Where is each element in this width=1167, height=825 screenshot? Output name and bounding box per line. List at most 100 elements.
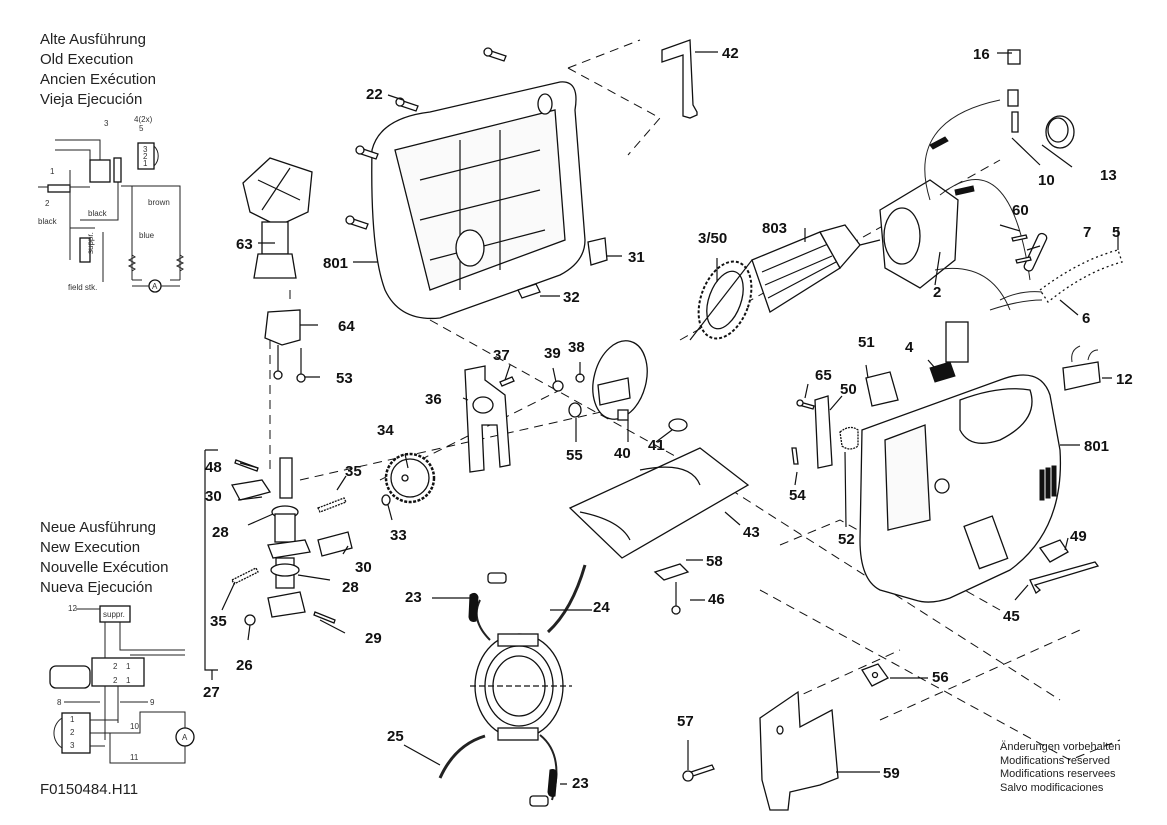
- part-label-51: 51: [858, 334, 875, 351]
- part-label-4: 4: [905, 339, 914, 356]
- suppressor-12: [1062, 361, 1101, 391]
- part-label-38: 38: [568, 339, 585, 356]
- part-label-53: 53: [336, 370, 353, 387]
- part-label-50: 50: [840, 381, 857, 398]
- leader-lines: [221, 51, 1119, 785]
- nut-41: [668, 418, 688, 432]
- lead-24: [546, 564, 587, 634]
- note-line: Änderungen vorbehalten: [1000, 741, 1121, 753]
- caption-line-es: Vieja Ejecución: [40, 91, 143, 108]
- part-label-27: 27: [203, 684, 220, 701]
- connector-16: [1007, 49, 1021, 65]
- new-execution-caption: Neue Ausführung New Execution Nouvelle E…: [40, 518, 168, 598]
- wire-label: 3: [104, 119, 109, 128]
- part-label-65: 65: [815, 367, 832, 384]
- caption-line-fr: Ancien Exécution: [40, 71, 156, 88]
- screw-46: [671, 582, 681, 615]
- switch-trigger: [49, 665, 91, 689]
- terminal-10: [1007, 89, 1019, 107]
- part-label-58: 58: [706, 553, 723, 570]
- terminal-label: 1: [70, 715, 75, 724]
- terminal-label: 3: [70, 741, 75, 750]
- part-label-3-50: 3/50: [698, 230, 727, 247]
- document-id: F0150484.H11: [40, 781, 139, 798]
- wire-label: 4(2x): [134, 115, 153, 124]
- part-label-46: 46: [708, 591, 725, 608]
- part-label-22: 22: [366, 86, 383, 103]
- suppressor-label: suppr.: [86, 232, 95, 254]
- knob-49: [1038, 539, 1069, 563]
- part-label-2: 2: [933, 284, 941, 301]
- housing-half-left: [371, 81, 586, 320]
- carrier-36: [464, 365, 511, 473]
- part-label-5: 5: [1112, 224, 1120, 241]
- wire-label: 1: [50, 167, 55, 176]
- wire-label: 11: [130, 753, 139, 762]
- motor-symbol: [175, 727, 195, 747]
- capacitor-51: [865, 371, 899, 407]
- screws-53: [273, 345, 306, 383]
- part-label-801: 801: [323, 255, 348, 272]
- part-label-31: 31: [628, 249, 645, 266]
- part-label-30: 30: [355, 559, 372, 576]
- terminal-label: 1: [143, 159, 148, 168]
- suppressor: [79, 237, 91, 263]
- wire-color-label: black: [88, 209, 108, 218]
- brush-23-lower: [529, 734, 558, 807]
- pin-29: [313, 611, 336, 624]
- wire-label: 8: [57, 698, 62, 707]
- caption-line-es: Nueva Ejecución: [40, 579, 153, 596]
- part-label-12: 12: [1116, 371, 1133, 388]
- part-label-23: 23: [405, 589, 422, 606]
- screw-22: [345, 47, 507, 230]
- sleeve-64: [264, 309, 301, 346]
- hex-key-45: [1029, 561, 1100, 595]
- switch-label: 1: [126, 676, 131, 685]
- connector: [113, 157, 122, 183]
- wire-color-label: black: [38, 217, 58, 226]
- part-label-6: 6: [1082, 310, 1090, 327]
- wire-label: 5: [139, 124, 144, 133]
- brush-23-upper: [468, 572, 507, 641]
- part-label-41: 41: [648, 437, 665, 454]
- wire-label: 10: [130, 722, 139, 731]
- base-plate-43: [568, 447, 750, 559]
- spring-35-lower: [231, 567, 259, 585]
- part-label-10: 10: [1038, 172, 1055, 189]
- bearing-housing-40: [592, 340, 648, 421]
- terminal-block: [61, 712, 91, 754]
- caption-line-en: Old Execution: [40, 51, 134, 68]
- part-label-43: 43: [743, 524, 760, 541]
- pin-48: [234, 459, 259, 472]
- nut-56: [861, 663, 889, 687]
- screw-57: [682, 764, 715, 782]
- part-label-49: 49: [1070, 528, 1087, 545]
- spring-35-upper: [317, 497, 347, 513]
- switch-label: 2: [113, 662, 118, 671]
- part-label-28: 28: [342, 579, 359, 596]
- part-label-56: 56: [932, 669, 949, 686]
- knob-63: [242, 157, 313, 279]
- wire-label: 2: [45, 199, 50, 208]
- part-label-39: 39: [544, 345, 561, 362]
- part-label-803: 803: [762, 220, 787, 237]
- bushing-13: [1045, 115, 1075, 149]
- switch-label: 1: [126, 662, 131, 671]
- note-line: Salvo modificaciones: [1000, 781, 1104, 794]
- terminal-label: 3: [143, 145, 148, 154]
- terminal-label: 2: [143, 152, 148, 161]
- gear-34: [384, 452, 436, 504]
- clip-31: [587, 237, 608, 266]
- suppressor-label: suppr.: [103, 610, 125, 619]
- part-label-24: 24: [593, 599, 610, 616]
- motor-label: A: [182, 733, 188, 742]
- spring-54: [791, 447, 799, 465]
- plunger-assembly-27: [204, 449, 311, 680]
- caption-line-fr: Nouvelle Exécution: [40, 559, 169, 576]
- part-label-45: 45: [1003, 608, 1020, 625]
- part-label-16: 16: [973, 46, 990, 63]
- old-wiring-diagram: 1 2 3 4(2x) 5 3 2 1 black black brown bl…: [38, 115, 185, 293]
- screw-65: [796, 399, 815, 410]
- part-label-55: 55: [566, 447, 583, 464]
- note-line: Modifications reservees: [1000, 768, 1116, 780]
